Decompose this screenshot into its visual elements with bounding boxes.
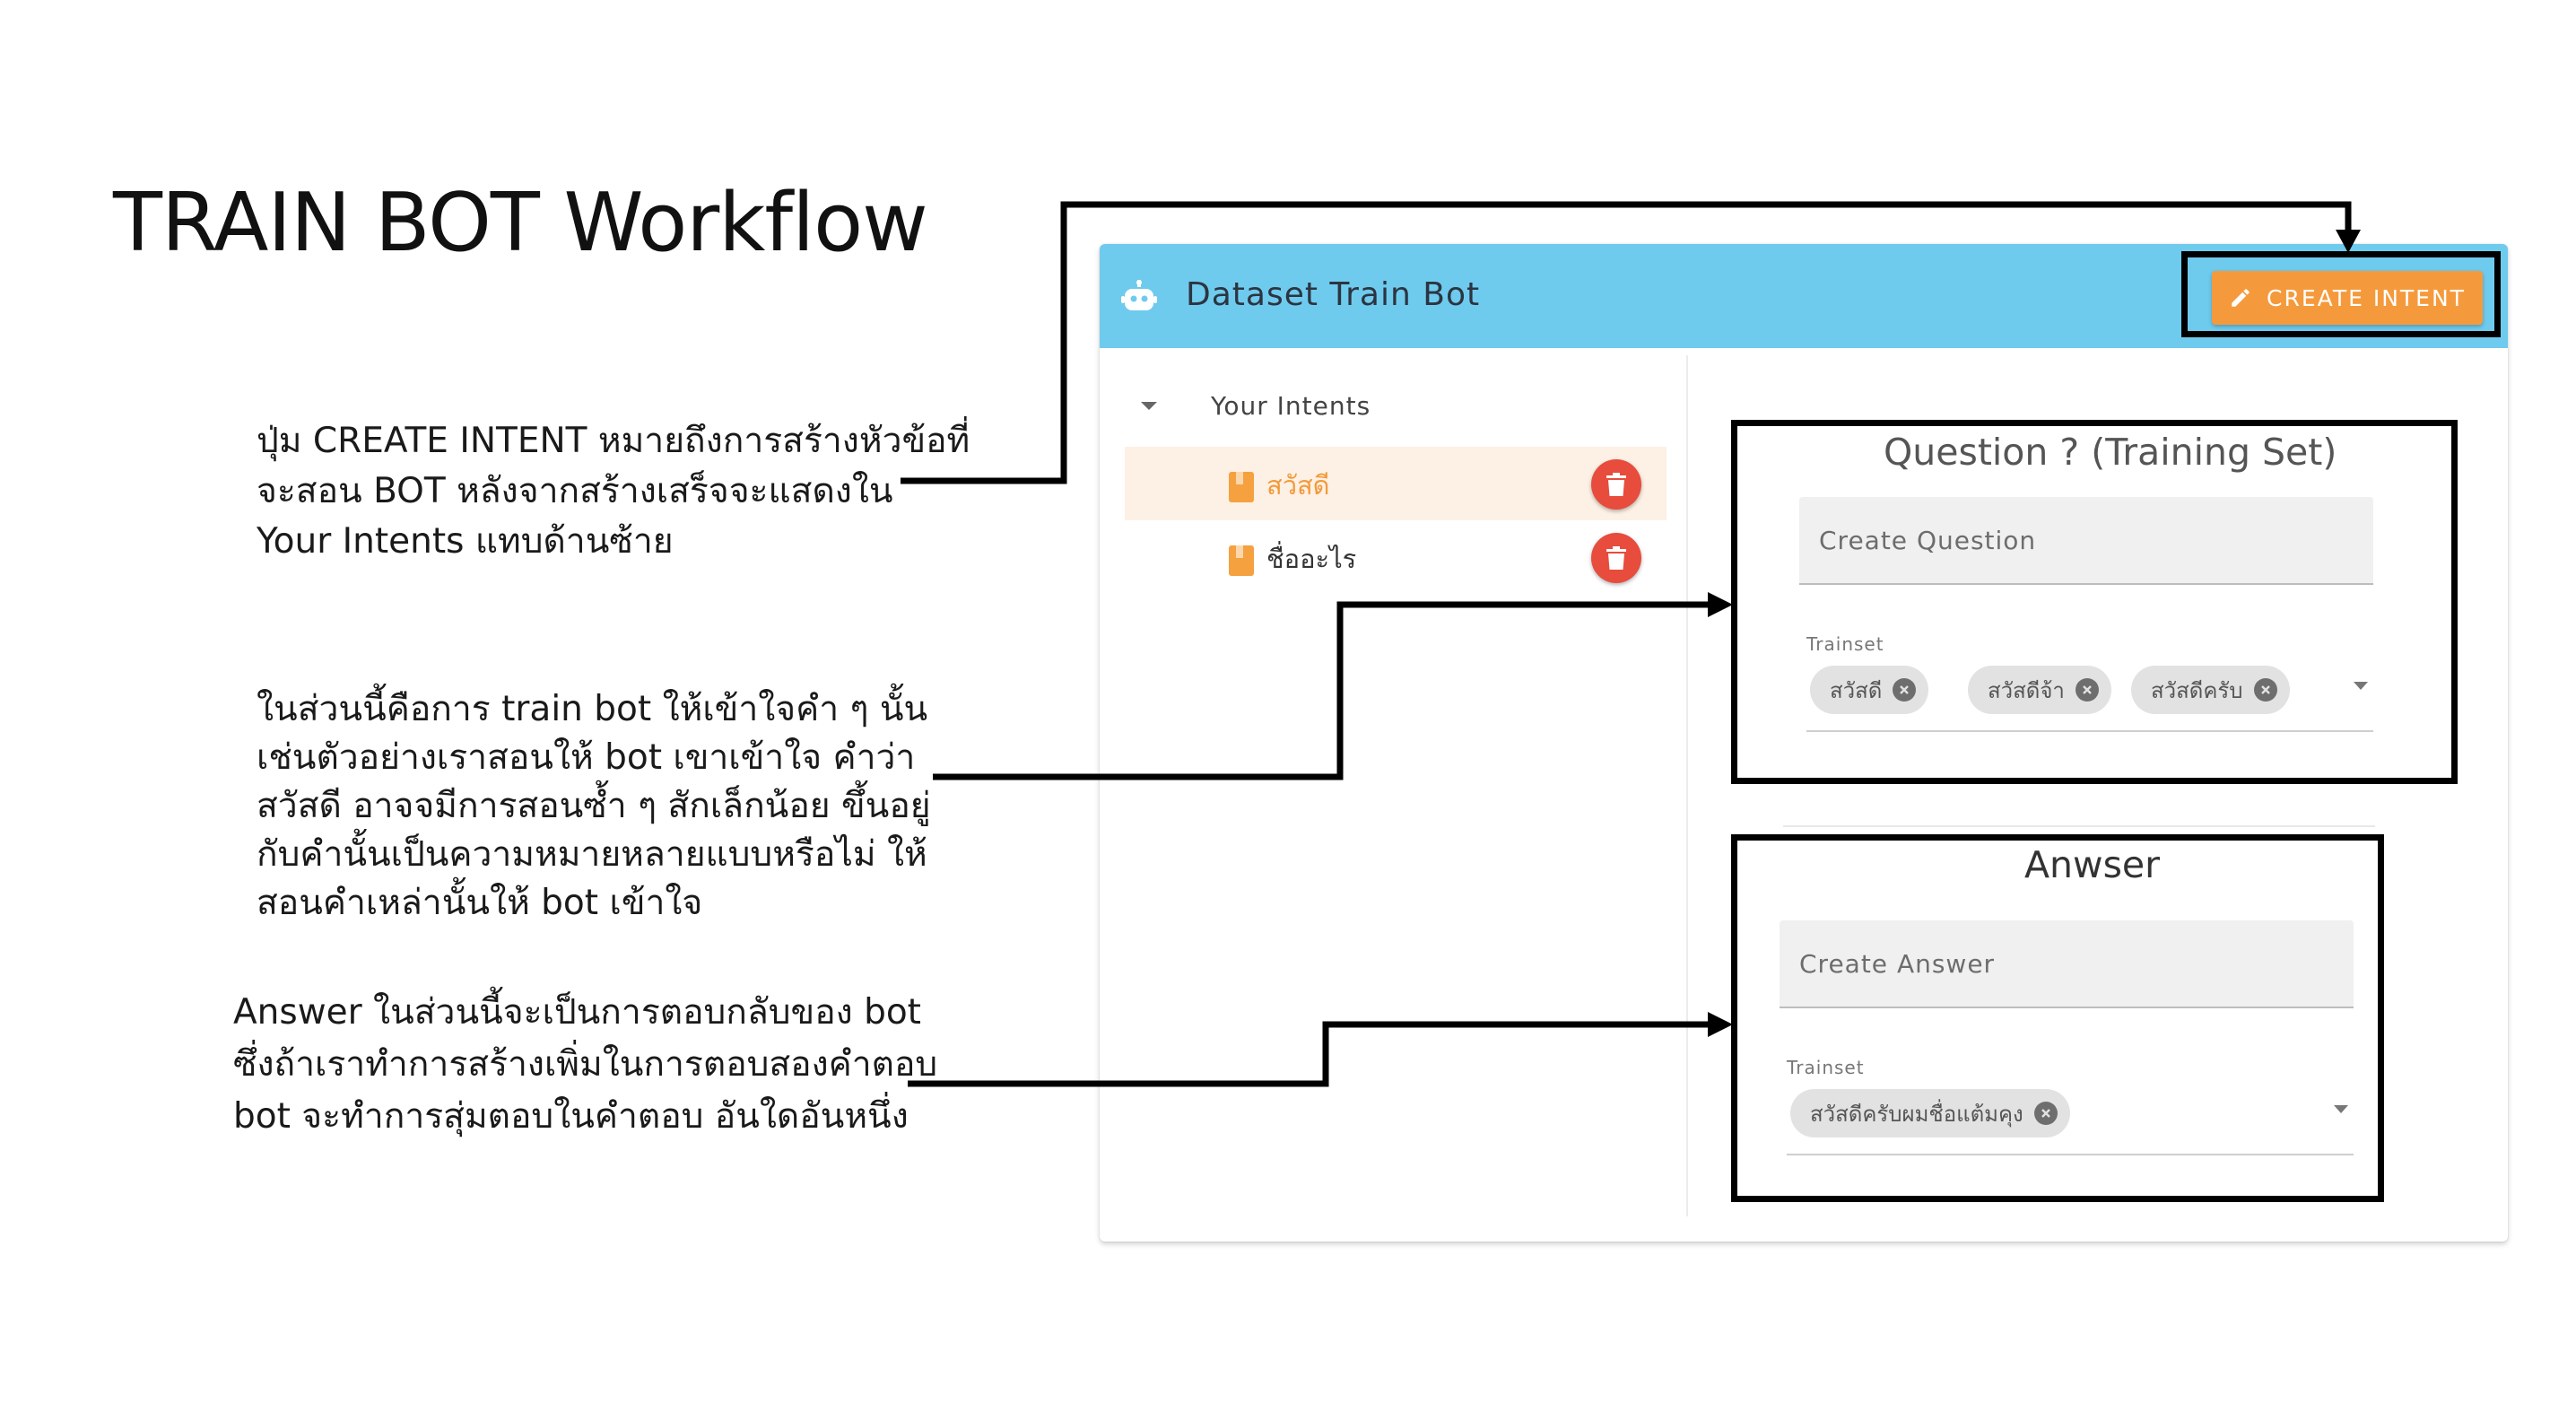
note-line: ปุ่ม CREATE INTENT หมายถึงการสร้างหัวข้อ… bbox=[257, 421, 970, 461]
note-line: เช่นตัวอย่างเราสอนให้ bot เขาเข้าใจ คำว่… bbox=[257, 737, 916, 778]
trainset-chip[interactable]: สวัสดีจ้า bbox=[1968, 666, 2111, 714]
note-line: กับคำนั้นเป็นความหมายหลายแบบหรือไม่ ให้ bbox=[257, 834, 927, 875]
trainset-label: Trainset bbox=[1787, 1057, 1865, 1078]
your-intents-toggle[interactable]: Your Intents bbox=[1141, 388, 1371, 423]
your-intents-label: Your Intents bbox=[1211, 390, 1371, 421]
chip-label: สวัสดีจ้า bbox=[1988, 677, 2065, 703]
create-answer-field[interactable] bbox=[1780, 920, 2354, 1008]
chip-remove-icon[interactable] bbox=[1893, 678, 1917, 702]
chevron-down-icon[interactable] bbox=[1141, 401, 1157, 410]
bookmark-icon bbox=[1229, 545, 1254, 576]
create-answer-input[interactable] bbox=[1780, 920, 2354, 1007]
chip-remove-icon[interactable] bbox=[2253, 678, 2277, 702]
highlight-frame-answer bbox=[1731, 834, 2384, 1202]
note-line: สวัสดี อาจจมีการสอนซ้ำ ๆ สักเล็กน้อย ขึ้… bbox=[257, 786, 931, 826]
create-question-field[interactable] bbox=[1799, 497, 2373, 585]
delete-intent-button[interactable] bbox=[1591, 459, 1641, 510]
trash-icon bbox=[1606, 473, 1626, 496]
intent-label: ชื่ออะไร bbox=[1266, 544, 1357, 574]
intent-label: สวัสดี bbox=[1266, 470, 1330, 501]
slide-title: TRAIN BOT Workflow bbox=[113, 176, 928, 270]
create-question-input[interactable] bbox=[1799, 497, 2373, 583]
trainset-label: Trainset bbox=[1806, 633, 1884, 655]
trainset-chip[interactable]: สวัสดีครับผมชื่อแต้มคุง bbox=[1790, 1089, 2070, 1137]
note-line: Answer ในส่วนนี้จะเป็นการตอบกลับของ bot bbox=[233, 992, 921, 1033]
chip-label: สวัสดีครับ bbox=[2151, 677, 2243, 703]
chip-remove-icon[interactable] bbox=[2033, 1102, 2058, 1125]
note-create-intent: ปุ่ม CREATE INTENT หมายถึงการสร้างหัวข้อ… bbox=[257, 416, 970, 567]
note-line: ในส่วนนี้คือการ train bot ให้เข้าใจคำ ๆ … bbox=[257, 689, 928, 729]
intent-item-sawasdee[interactable]: สวัสดี bbox=[1125, 447, 1667, 520]
delete-intent-button[interactable] bbox=[1591, 533, 1641, 583]
intent-item-chue-arai[interactable]: ชื่ออะไร bbox=[1125, 520, 1667, 594]
answer-section-title: Anwser bbox=[2024, 843, 2161, 886]
trash-icon bbox=[1606, 546, 1626, 570]
dropdown-arrow-icon[interactable] bbox=[2354, 682, 2368, 690]
chip-label: สวัสดีครับผมชื่อแต้มคุง bbox=[1810, 1101, 2023, 1127]
app-title: Dataset Train Bot bbox=[1186, 276, 1481, 313]
chip-remove-icon[interactable] bbox=[2075, 678, 2099, 702]
question-trainset-select[interactable]: สวัสดี สวัสดีจ้า สวัสดีครับ bbox=[1806, 658, 2373, 732]
answer-trainset-select[interactable]: สวัสดีครับผมชื่อแต้มคุง bbox=[1787, 1082, 2354, 1155]
note-line: จะสอน BOT หลังจากสร้างเสร็จจะแสดงใน bbox=[257, 471, 893, 511]
trainset-chip[interactable]: สวัสดีครับ bbox=[2131, 666, 2290, 714]
bookmark-icon bbox=[1229, 472, 1254, 502]
section-divider bbox=[1783, 825, 2375, 827]
highlight-frame-question bbox=[1731, 420, 2458, 784]
highlight-frame-create-intent bbox=[2181, 251, 2501, 337]
note-line: bot จะทำการสุ่มตอบในคำตอบ อันใดอันหนึ่ง bbox=[233, 1096, 909, 1137]
note-question: ในส่วนนี้คือการ train bot ให้เข้าใจคำ ๆ … bbox=[257, 685, 931, 928]
trainset-chip[interactable]: สวัสดี bbox=[1810, 666, 1929, 714]
panel-divider bbox=[1686, 355, 1688, 1216]
note-line: Your Intents แทบด้านซ้าย bbox=[257, 521, 674, 562]
note-line: สอนคำเหล่านั้นให้ bot เข้าใจ bbox=[257, 883, 703, 923]
dropdown-arrow-icon[interactable] bbox=[2334, 1105, 2348, 1113]
note-line: ซึ่งถ้าเราทำการสร้างเพิ่มในการตอบสองคำตอ… bbox=[233, 1044, 938, 1085]
chip-label: สวัสดี bbox=[1830, 677, 1883, 703]
robot-icon bbox=[1121, 280, 1157, 310]
note-answer: Answer ในส่วนนี้จะเป็นการตอบกลับของ bot … bbox=[233, 987, 937, 1143]
